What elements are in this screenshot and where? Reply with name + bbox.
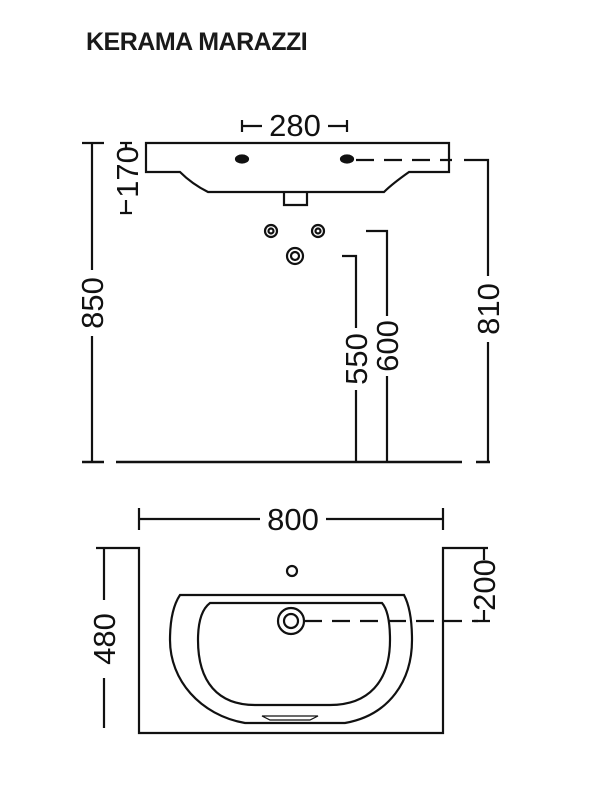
brand-title: KERAMA MARAZZI [86, 28, 308, 56]
dim-line-200 [474, 548, 490, 623]
dim-label-280: 280 [269, 108, 321, 143]
tap-hole-left [234, 154, 250, 164]
dim-label-550: 550 [339, 333, 374, 385]
dim-label-600: 600 [370, 320, 405, 372]
drain-connector [285, 246, 305, 266]
dim-line-480 [96, 546, 118, 728]
dim-line-550 [342, 254, 358, 462]
drain-top [276, 606, 306, 636]
bowl-overflow [261, 715, 319, 721]
dim-label-850: 850 [75, 277, 110, 329]
dim-label-480: 480 [87, 613, 122, 665]
dim-line-800 [137, 508, 445, 530]
dim-line-600 [366, 229, 389, 462]
dim-label-200: 200 [467, 559, 502, 611]
basin-drain-stub [282, 192, 309, 207]
dim-line-280 [240, 120, 349, 132]
supply-connector-right [310, 223, 326, 239]
dim-label-800: 800 [267, 502, 319, 537]
dim-line-850 [82, 141, 104, 462]
supply-connector-left [263, 223, 279, 239]
bowl-inner [196, 601, 392, 707]
dim-label-170: 170 [110, 146, 145, 198]
tap-hole-top [285, 564, 299, 578]
bowl-outer [168, 593, 414, 725]
basin-front-outline [144, 141, 451, 194]
tap-hole-right [339, 154, 355, 164]
dim-line-170 [120, 141, 132, 215]
dim-line-810 [464, 158, 490, 462]
basin-top-outline [118, 546, 488, 735]
dim-label-810: 810 [471, 283, 506, 335]
